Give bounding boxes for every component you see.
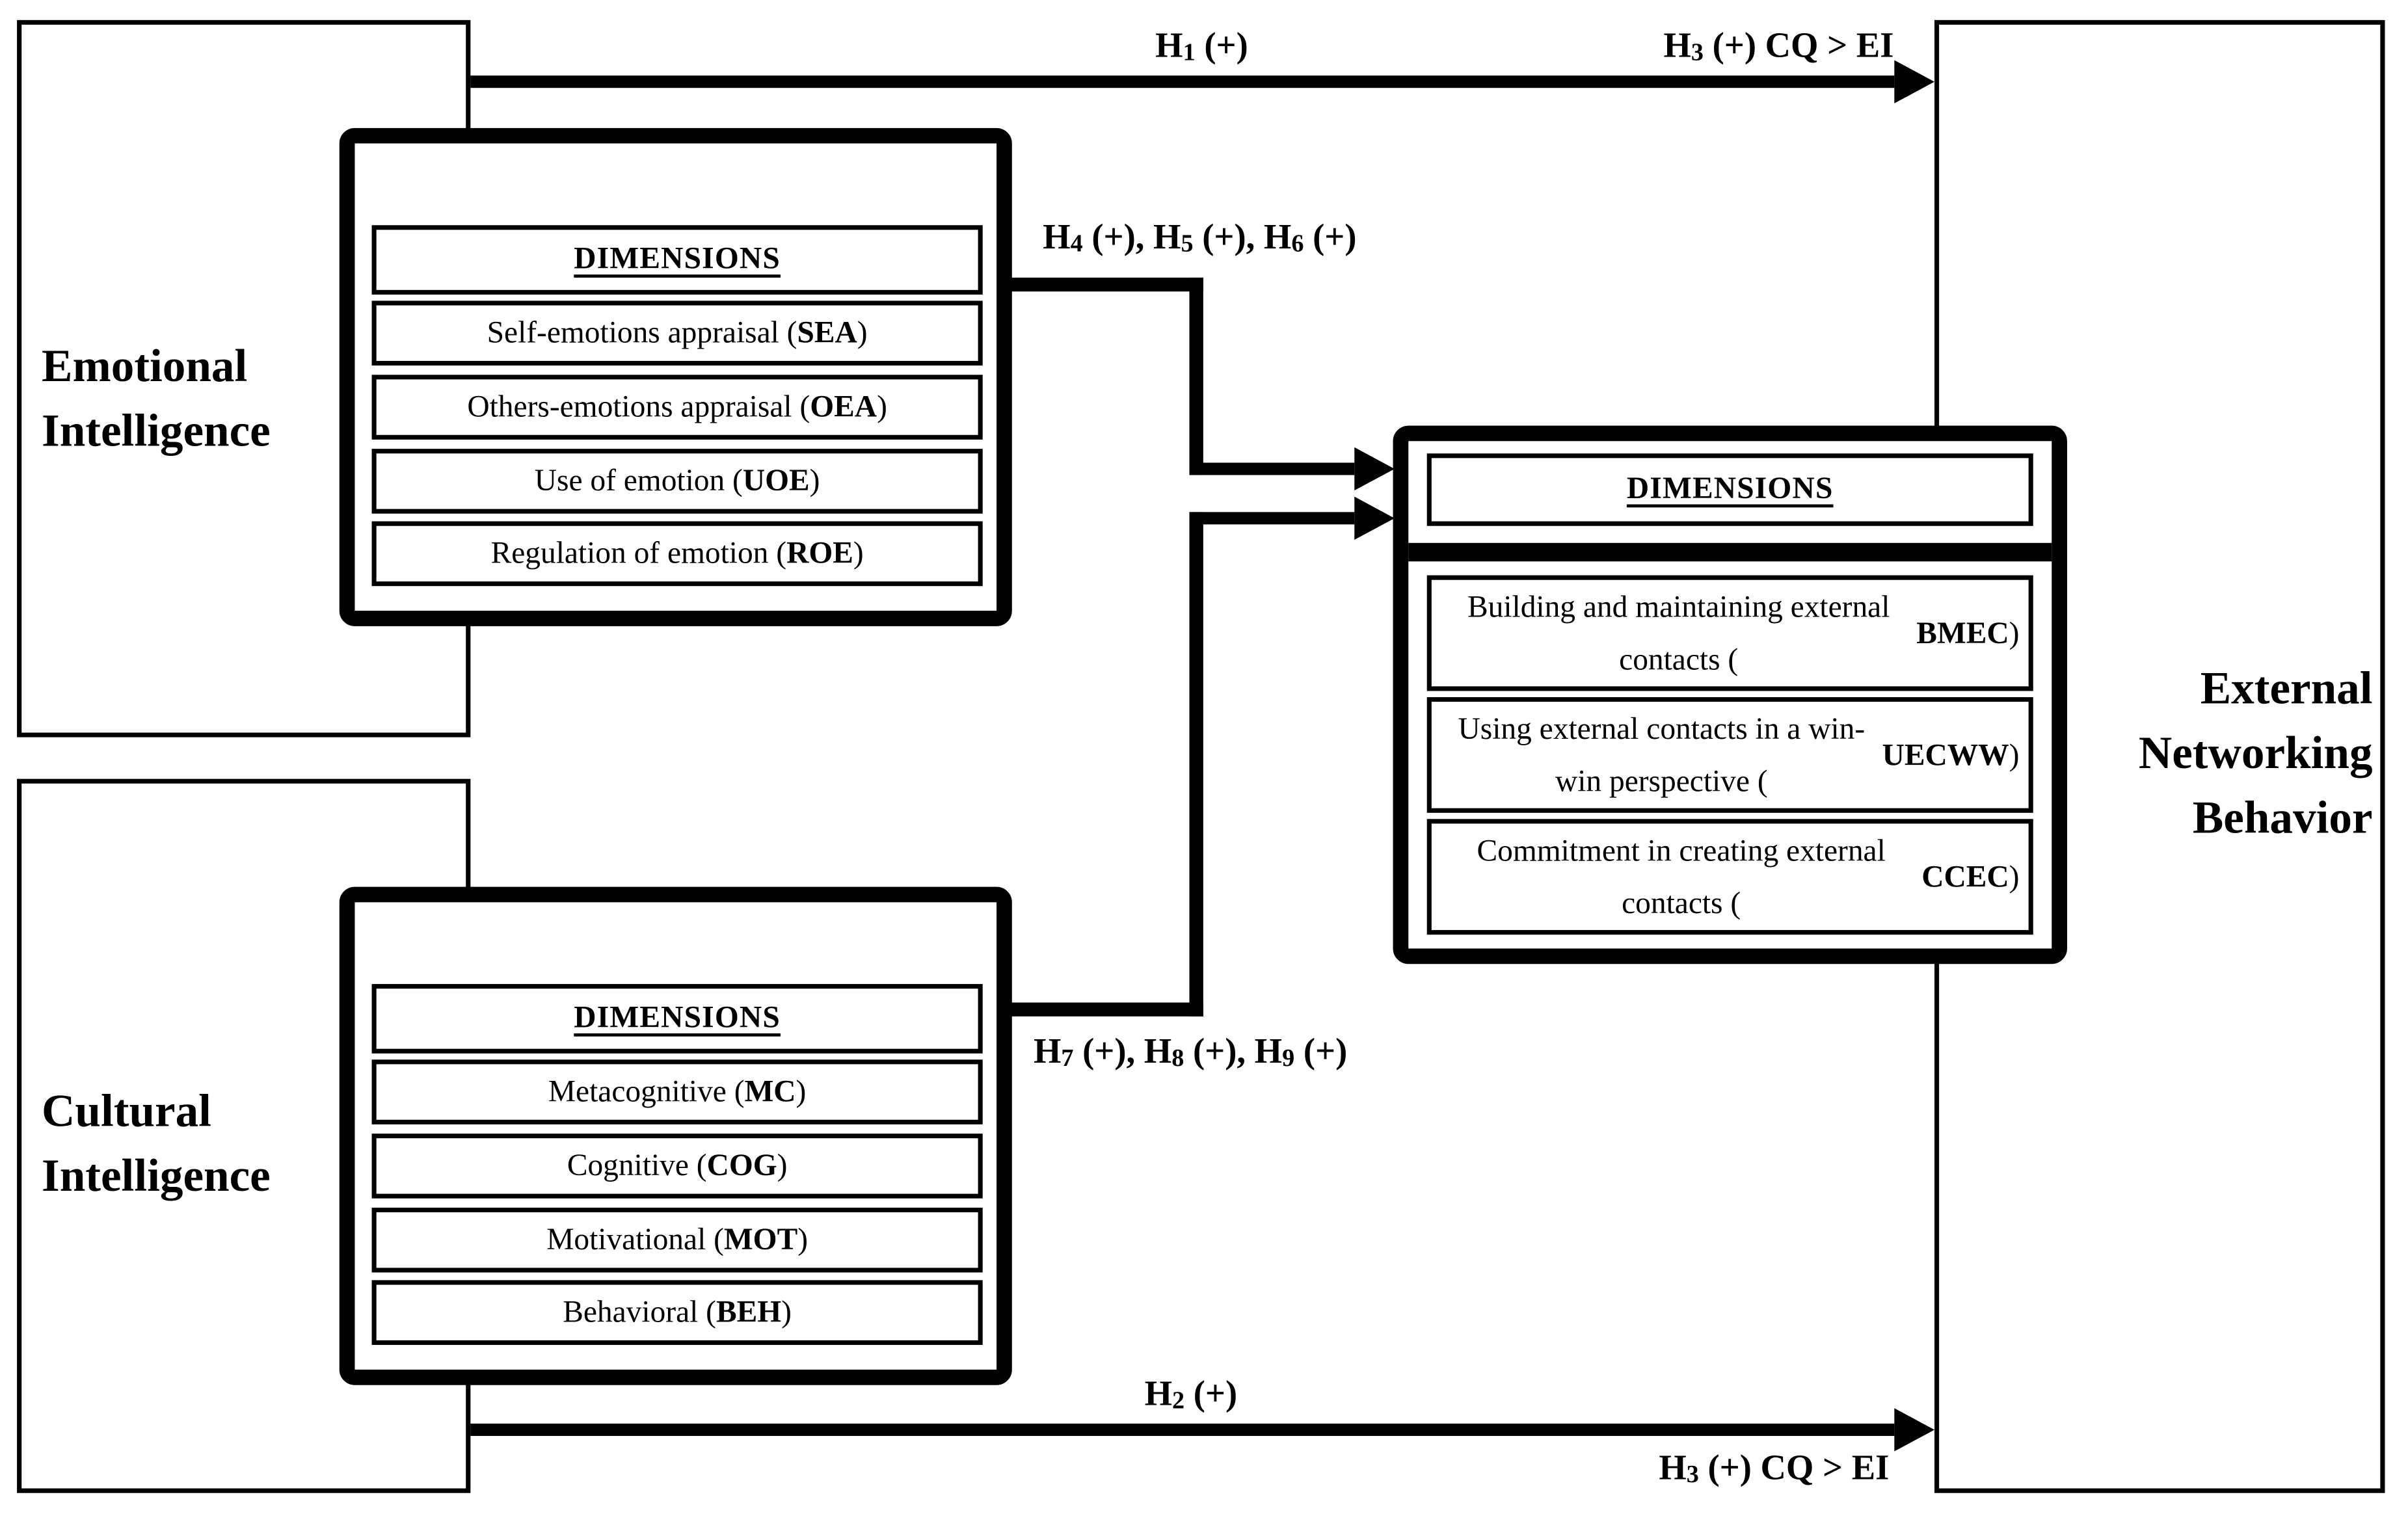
enb-row-ccec: Commitment in creating external contacts…: [1426, 819, 2033, 935]
h2-arrow-shaft: [470, 1423, 1895, 1436]
cultural-intelligence-title: Cultural Intelligence: [42, 1080, 271, 1209]
emotional-intelligence-title: Emotional Intelligence: [42, 335, 271, 464]
cq-row-cog: Cognitive (COG): [371, 1134, 983, 1199]
h2-label: H2 (+): [1144, 1374, 1238, 1414]
h1-label: H1 (+): [1155, 26, 1248, 66]
lower-mid-arrowhead-icon: [1354, 496, 1395, 540]
ei-row-sea: Self-emotions appraisal (SEA): [371, 300, 983, 366]
h3-bottom-label: H3 (+) CQ > EI: [1659, 1448, 1890, 1489]
ei-connector-vertical: [1189, 277, 1203, 475]
ei-dimensions-header: DIMENSIONS: [371, 225, 983, 295]
cq-connector-vertical: [1189, 512, 1203, 1016]
ei-row-oea: Others-emotions appraisal (OEA): [371, 375, 983, 440]
cq-connector-horizontal: [997, 1002, 1203, 1016]
ei-connector-horizontal: [997, 277, 1203, 292]
cq-title-line1: Cultural: [42, 1085, 211, 1137]
upper-mid-arrowhead-icon: [1354, 447, 1395, 491]
h1-arrow-shaft: [470, 75, 1895, 88]
h7-h8-h9-label: H7 (+), H8 (+), H9 (+): [1033, 1031, 1348, 1072]
upper-mid-arrow-shaft: [1189, 462, 1355, 475]
cq-dimensions-header: DIMENSIONS: [371, 984, 983, 1054]
enb-dimensions-divider: [1408, 542, 2052, 562]
enb-title-line2: Networking: [2138, 728, 2373, 779]
enb-title-line3: Behavior: [2192, 793, 2373, 844]
enb-dimensions-header: DIMENSIONS: [1426, 453, 2033, 526]
ei-row-roe: Regulation of emotion (ROE): [371, 521, 983, 587]
h3-top-label: H3 (+) CQ > EI: [1663, 26, 1894, 66]
h1-arrowhead-icon: [1894, 60, 1934, 103]
enb-row-uecww: Using external contacts in a win-win per…: [1426, 697, 2033, 813]
cq-title-line2: Intelligence: [42, 1150, 271, 1202]
lower-mid-arrow-shaft: [1189, 512, 1355, 525]
cq-row-beh: Behavioral (BEH): [371, 1280, 983, 1346]
h4-h5-h6-label: H4 (+), H5 (+), H6 (+): [1043, 217, 1357, 258]
ei-title-line1: Emotional: [42, 341, 248, 392]
h2-arrowhead-icon: [1894, 1408, 1934, 1452]
ei-row-uoe: Use of emotion (UOE): [371, 449, 983, 514]
external-networking-behavior-title: External Networking Behavior: [1972, 657, 2373, 851]
cq-row-mot: Motivational (MOT): [371, 1207, 983, 1273]
ei-title-line2: Intelligence: [42, 405, 271, 457]
enb-row-bmec: Building and maintaining external contac…: [1426, 575, 2033, 691]
enb-title-line1: External: [2200, 663, 2373, 715]
cq-row-mc: Metacognitive (MC): [371, 1059, 983, 1124]
